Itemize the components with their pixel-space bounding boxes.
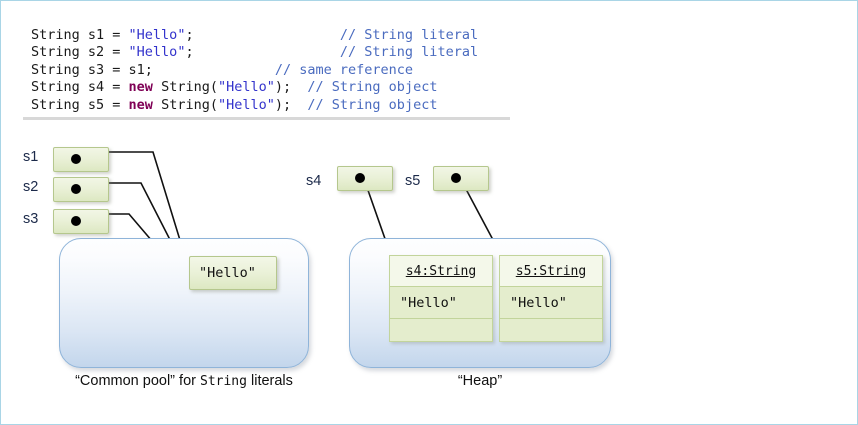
code-token-plain: String s4 = — [31, 79, 129, 96]
variable-label-s3: s3 — [23, 211, 39, 227]
heap-object-s5-operations — [500, 319, 602, 341]
string-literal-hello-value: "Hello" — [199, 265, 256, 281]
string-literal-hello-box[interactable]: "Hello" — [189, 256, 277, 290]
code-token-plain: ; — [185, 44, 194, 61]
code-token-plain: String s3 = s1; — [31, 61, 153, 78]
heap-object-s4-title: s4:String — [390, 256, 492, 287]
common-pool-caption: “Common pool” for String literals — [59, 373, 309, 389]
code-token-plain: ); — [274, 79, 292, 96]
variable-label-s2: s2 — [23, 179, 39, 195]
variable-label-s5: s5 — [405, 173, 421, 189]
variable-box-s5[interactable] — [433, 166, 489, 191]
code-token-kw: new — [128, 96, 153, 113]
variable-box-s1[interactable] — [53, 147, 109, 172]
code-token-str: "Hello" — [128, 44, 186, 61]
heap-object-s5[interactable]: s5:String "Hello" — [499, 255, 603, 342]
heap-object-s5-value: "Hello" — [500, 287, 602, 319]
code-divider — [23, 117, 510, 120]
code-line: String s2 = "Hello"; // String literal — [31, 44, 501, 61]
reference-dot-s5 — [451, 173, 461, 183]
code-token-plain: String( — [152, 79, 218, 96]
code-line: String s5 = new String("Hello"); // Stri… — [31, 97, 501, 114]
code-token-plain: String s2 = — [31, 44, 129, 61]
reference-dot-s2 — [71, 184, 81, 194]
code-token-cmt: // String object — [307, 79, 438, 96]
variable-box-s2[interactable] — [53, 177, 109, 202]
code-token-cmt: // same reference — [274, 61, 414, 78]
code-token-plain: String s1 = — [31, 27, 129, 43]
code-token-plain — [291, 79, 307, 95]
code-token-plain — [194, 27, 340, 43]
code-line: String s3 = s1; // same reference — [31, 62, 501, 79]
code-line: String s1 = "Hello"; // String literal — [31, 27, 501, 44]
variable-box-s3[interactable] — [53, 209, 109, 234]
reference-dot-s3 — [71, 216, 81, 226]
code-token-plain: String s5 = — [31, 96, 129, 113]
pool-caption-type: String — [200, 374, 247, 389]
code-token-str: "Hello" — [217, 79, 275, 96]
reference-dot-s1 — [71, 154, 81, 164]
variable-label-s4: s4 — [306, 173, 322, 189]
heap-caption: “Heap” — [457, 373, 503, 389]
pool-caption-prefix: “Common pool” for — [75, 373, 200, 389]
code-token-plain: ); — [274, 96, 292, 113]
pool-caption-suffix: literals — [246, 373, 293, 389]
heap-object-s4-value: "Hello" — [390, 287, 492, 319]
code-token-plain — [194, 44, 340, 60]
code-token-cmt: // String object — [307, 96, 438, 113]
code-token-plain — [291, 97, 307, 113]
code-token-str: "Hello" — [217, 96, 275, 113]
code-token-plain — [153, 62, 275, 78]
variable-box-s4[interactable] — [337, 166, 393, 191]
code-token-cmt: // String literal — [339, 27, 479, 43]
code-token-plain: String( — [152, 96, 218, 113]
code-line: String s4 = new String("Hello"); // Stri… — [31, 79, 501, 96]
code-token-str: "Hello" — [128, 27, 186, 43]
code-token-cmt: // String literal — [339, 44, 479, 61]
heap-object-s4[interactable]: s4:String "Hello" — [389, 255, 493, 342]
reference-dot-s4 — [355, 173, 365, 183]
heap-object-s5-title: s5:String — [500, 256, 602, 287]
code-token-kw: new — [128, 79, 153, 96]
code-token-plain: ; — [185, 27, 194, 43]
heap-object-s4-operations — [390, 319, 492, 341]
variable-label-s1: s1 — [23, 149, 39, 165]
